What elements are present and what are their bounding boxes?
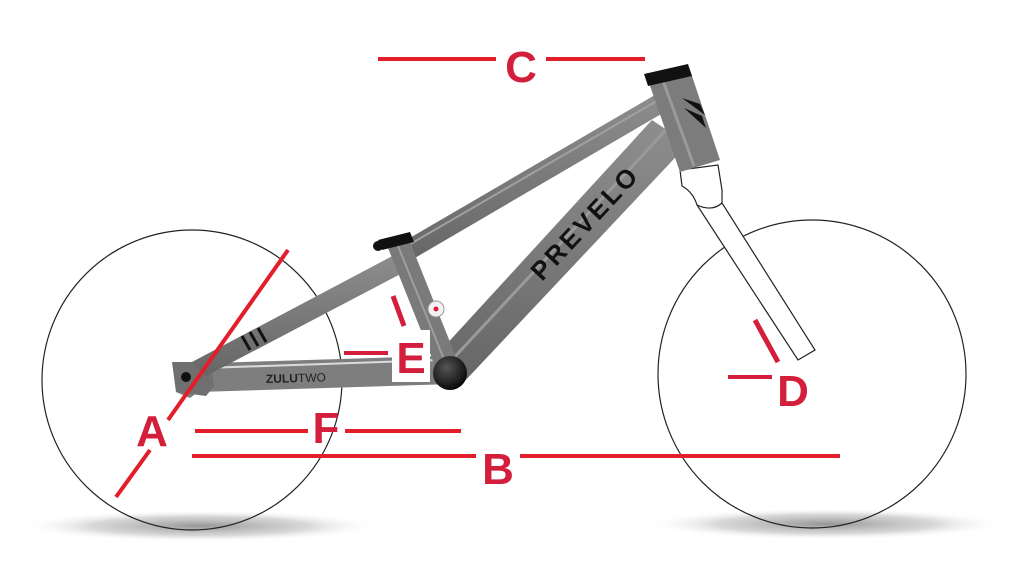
bottom-bracket bbox=[433, 356, 467, 390]
dimension-d-line-diagonal bbox=[752, 318, 781, 364]
rear-wheel-shadow bbox=[20, 510, 380, 542]
dimension-lines bbox=[114, 57, 840, 499]
front-wheel bbox=[657, 219, 967, 529]
dimension-label-f: F bbox=[313, 404, 340, 453]
dimension-label-e-bg bbox=[392, 330, 430, 382]
model-name: ZULUTWO bbox=[266, 370, 326, 386]
down-tube bbox=[432, 120, 688, 384]
dimension-label-c: C bbox=[505, 43, 537, 92]
head-tube bbox=[648, 70, 720, 172]
fork bbox=[679, 164, 816, 361]
axle-bolt bbox=[181, 372, 191, 382]
seatstay-stripes bbox=[240, 327, 268, 351]
dimension-e-line-diagonal bbox=[390, 295, 407, 327]
dimension-label-a: A bbox=[136, 407, 168, 456]
dimension-label-e: E bbox=[396, 334, 425, 383]
dimension-a-line-lower bbox=[114, 448, 152, 499]
frame: PREVELO ZULUTWO bbox=[172, 64, 720, 398]
headset-cap bbox=[644, 64, 692, 86]
head-tube-stripes bbox=[682, 98, 706, 128]
seatstay bbox=[192, 252, 412, 376]
front-wheel-shadow bbox=[646, 508, 1006, 540]
dimension-label-b: B bbox=[482, 445, 514, 494]
dimension-a-line-upper bbox=[166, 248, 290, 422]
seat-collar bbox=[378, 232, 414, 250]
dimension-label-d: D bbox=[777, 367, 809, 416]
dimension-labels: C A F B E D bbox=[136, 43, 809, 494]
